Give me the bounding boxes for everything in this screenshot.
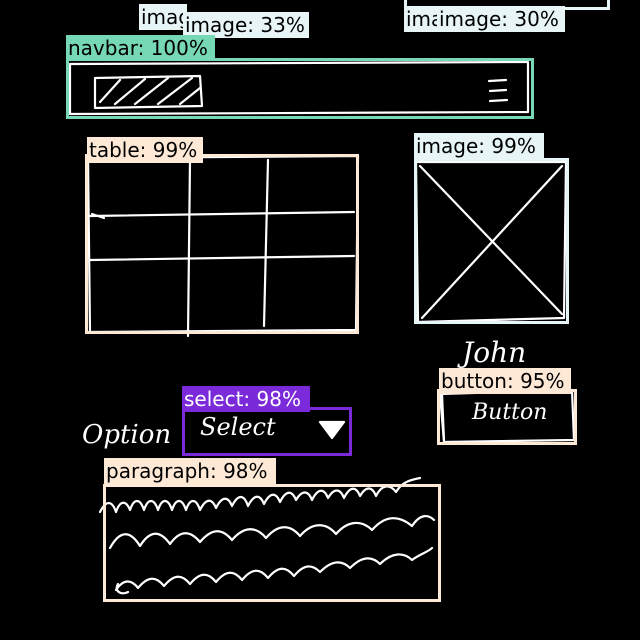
image-box-right (414, 158, 569, 324)
navbar-box (66, 58, 534, 119)
table-box (85, 154, 359, 334)
image-label-right: image: 99% (414, 133, 544, 159)
image-label-top-a: imag (139, 4, 187, 30)
table-label: table: 99% (87, 137, 203, 163)
button-label: button: 95% (439, 368, 571, 394)
option-label: Option (82, 420, 172, 450)
image-label-top-b: image: 33% (183, 12, 309, 38)
image-label-top-c: ima (404, 6, 441, 32)
image-label-top-d: image: 30% (437, 6, 565, 32)
navbar-label: navbar: 100% (66, 35, 215, 61)
select-label: select: 98% (182, 386, 310, 412)
john-text: John (462, 336, 527, 369)
paragraph-label: paragraph: 98% (104, 458, 276, 484)
select-value[interactable]: Select (200, 413, 276, 441)
sketch-button-text[interactable]: Button (472, 400, 548, 425)
paragraph-box (103, 484, 441, 602)
